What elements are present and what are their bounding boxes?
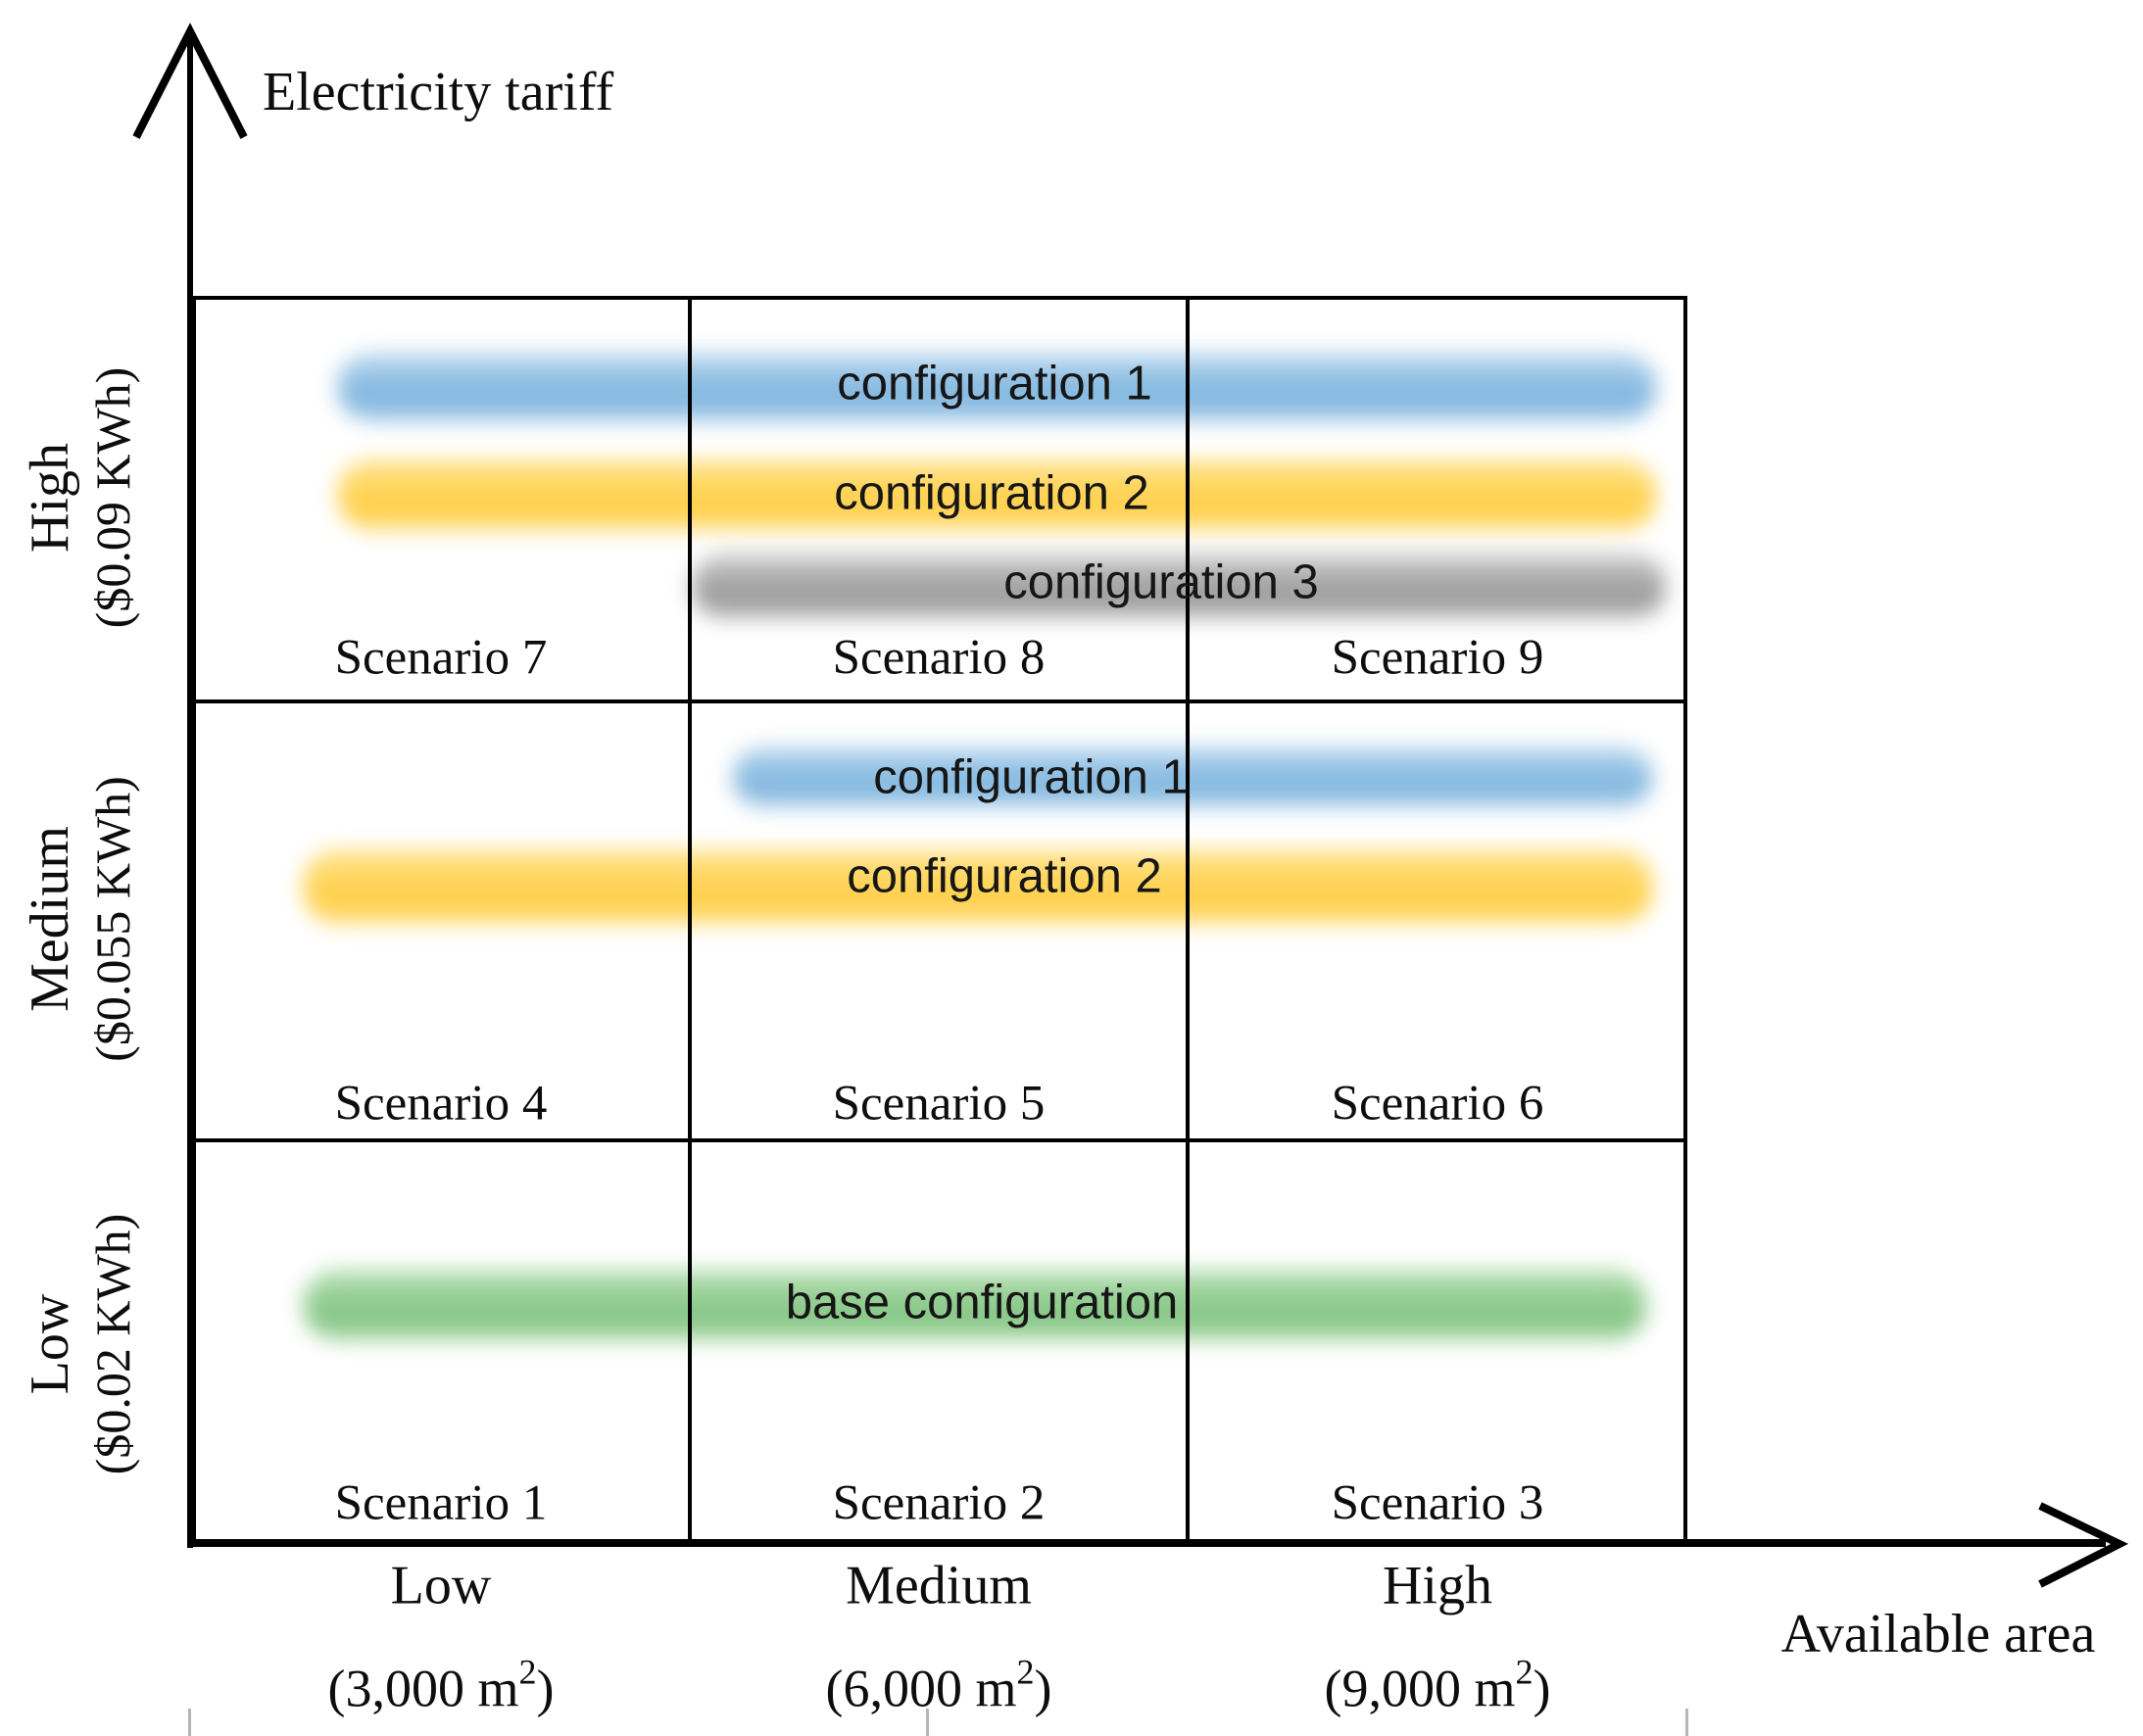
bar-label-config2-medium: configuration 2 bbox=[847, 849, 1162, 903]
y-category-low-tariff: ($0.02 KWh) bbox=[85, 1213, 140, 1475]
grid-column-divider-1 bbox=[688, 296, 692, 1546]
x-axis-line bbox=[187, 1539, 2106, 1547]
faint-tick bbox=[1685, 1709, 1688, 1736]
x-category-medium: Medium (6,000 m2) bbox=[826, 1541, 1052, 1734]
bar-label-config1-high: configuration 1 bbox=[837, 357, 1152, 410]
y-category-low: Low ($0.02 KWh) bbox=[18, 1040, 143, 1648]
x-category-low-area: (3,000 m2) bbox=[327, 1652, 555, 1718]
bar-label-config2-high: configuration 2 bbox=[834, 466, 1149, 520]
bar-base-config-low bbox=[304, 1270, 1646, 1340]
scenario-4-label: Scenario 4 bbox=[334, 1076, 548, 1132]
grid-row-divider-1 bbox=[192, 699, 1687, 703]
y-axis-line bbox=[187, 35, 193, 1548]
scenario-3-label: Scenario 3 bbox=[1331, 1475, 1544, 1531]
bar-config2-high bbox=[338, 459, 1656, 530]
bar-config3-high bbox=[692, 554, 1666, 618]
bar-config2-medium bbox=[304, 849, 1652, 924]
scenario-1-label: Scenario 1 bbox=[334, 1475, 548, 1531]
x-category-low-level: Low bbox=[390, 1555, 492, 1616]
y-axis-title: Electricity tariff bbox=[263, 62, 614, 122]
x-category-high-area: (9,000 m2) bbox=[1324, 1652, 1551, 1718]
y-category-low-level: Low bbox=[20, 1293, 80, 1395]
x-category-high-level: High bbox=[1382, 1555, 1492, 1616]
faint-tick bbox=[926, 1709, 929, 1736]
bar-config1-high bbox=[338, 353, 1656, 421]
bar-label-base-config: base configuration bbox=[785, 1276, 1179, 1329]
faint-tick bbox=[188, 1709, 191, 1736]
x-category-low: Low (3,000 m2) bbox=[328, 1541, 555, 1734]
x-category-medium-area: (6,000 m2) bbox=[825, 1652, 1052, 1718]
x-axis-title: Available area bbox=[1780, 1604, 2096, 1664]
x-category-high: High (9,000 m2) bbox=[1325, 1541, 1551, 1734]
bar-label-config1-medium: configuration 1 bbox=[873, 750, 1189, 804]
grid-row-divider-2 bbox=[192, 1138, 1687, 1142]
scenario-2-label: Scenario 2 bbox=[832, 1475, 1046, 1531]
bar-config1-medium bbox=[733, 747, 1652, 807]
scenario-8-label: Scenario 8 bbox=[832, 630, 1046, 686]
grid-column-divider-2 bbox=[1186, 296, 1190, 1546]
bar-label-config3-high: configuration 3 bbox=[1003, 555, 1319, 609]
scenario-6-label: Scenario 6 bbox=[1331, 1076, 1544, 1132]
scenario-7-label: Scenario 7 bbox=[334, 630, 548, 686]
scenario-9-label: Scenario 9 bbox=[1331, 630, 1544, 686]
scenario-5-label: Scenario 5 bbox=[832, 1076, 1046, 1132]
x-category-medium-level: Medium bbox=[846, 1555, 1032, 1616]
